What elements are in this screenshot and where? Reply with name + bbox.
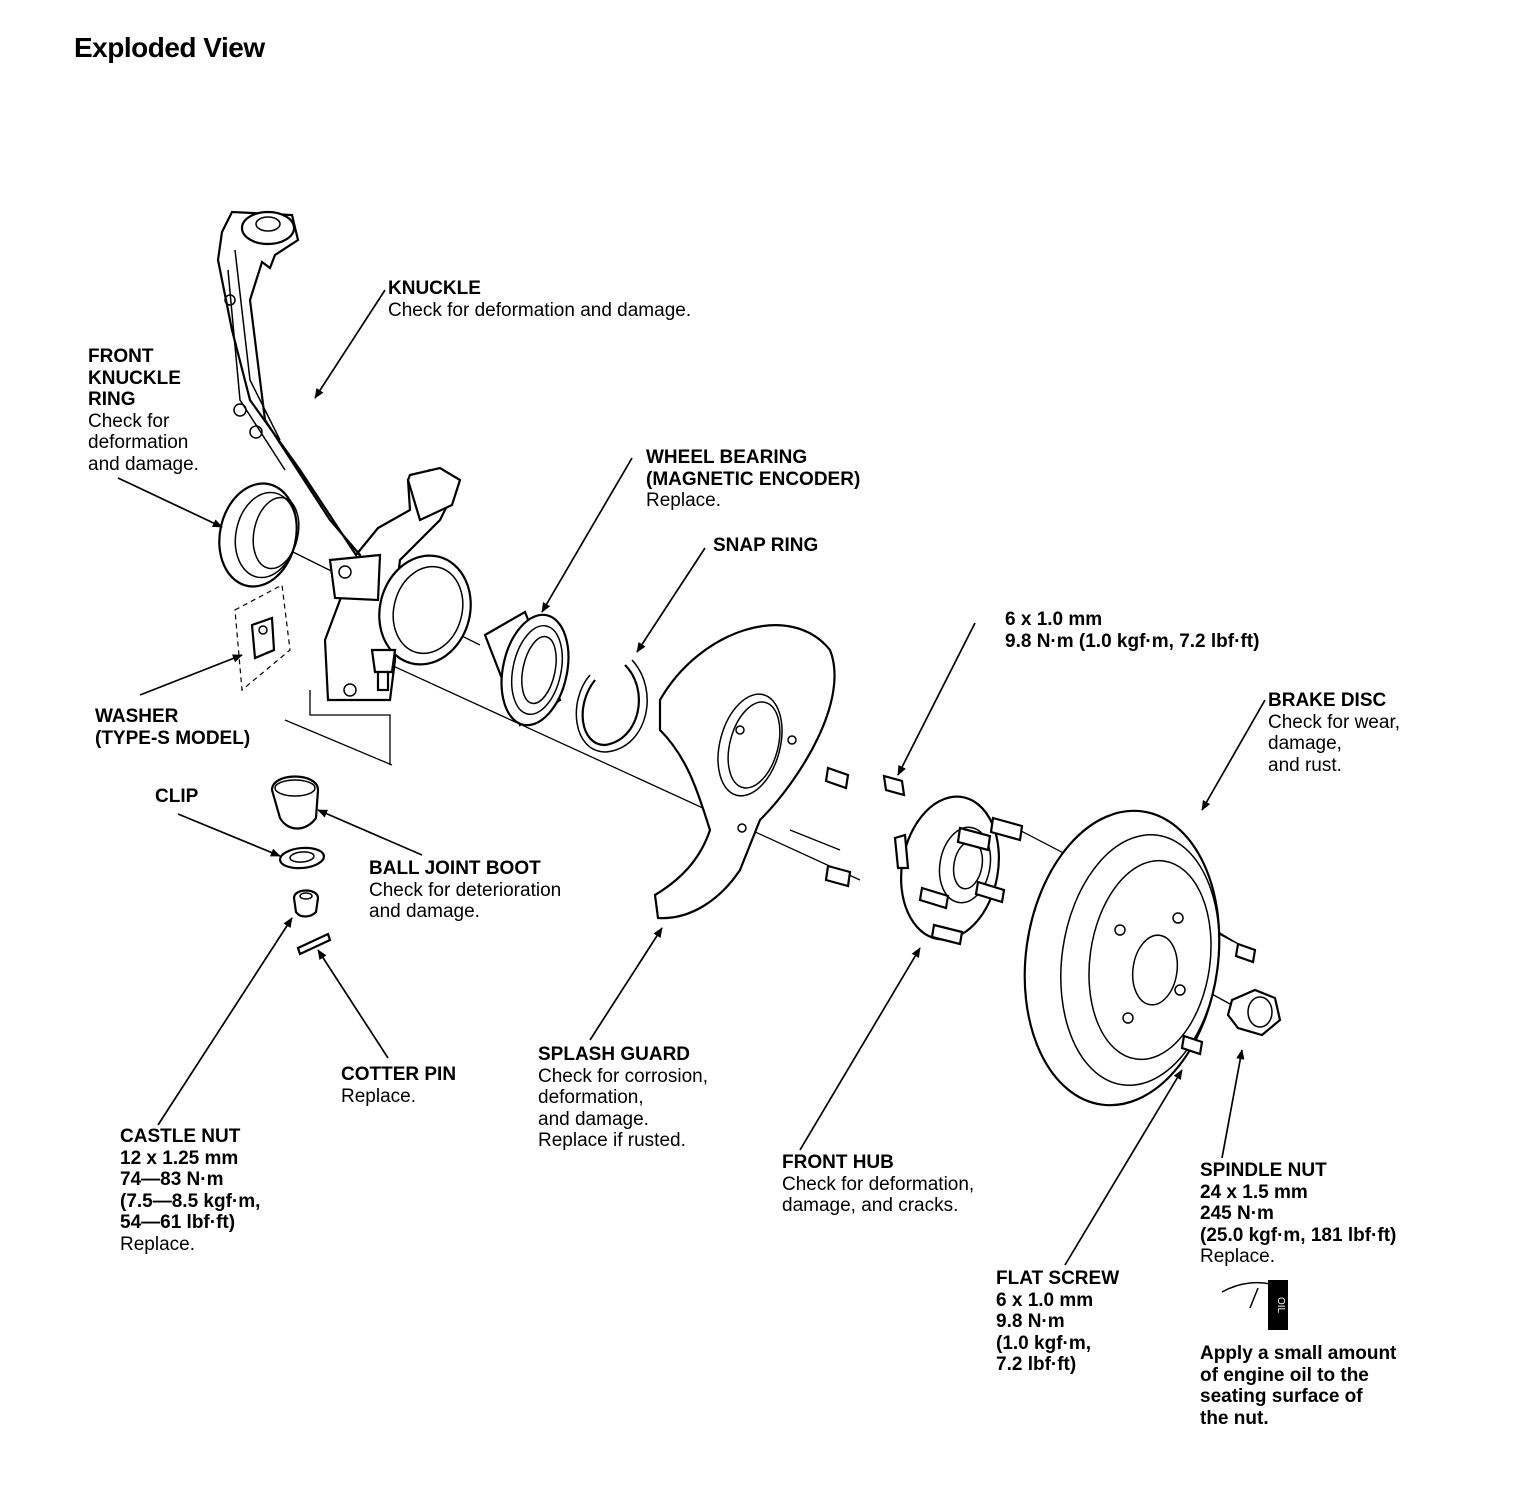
front-knuckle-ring-note-1: Check for bbox=[88, 410, 170, 432]
castle-nut-spec-2: 74—83 N·m bbox=[120, 1169, 224, 1190]
castle-nut-note: Replace. bbox=[120, 1233, 195, 1255]
ball-joint-boot-note-1: Check for deterioration bbox=[369, 879, 562, 901]
brake-disc-note-2: damage, bbox=[1268, 733, 1342, 754]
washer bbox=[234, 584, 291, 692]
knuckle bbox=[216, 210, 472, 702]
callout-clip: CLIP bbox=[155, 786, 198, 808]
front-knuckle-ring-note-3: and damage. bbox=[88, 453, 199, 475]
callout-front-hub: FRONT HUB Check for deformation, damage,… bbox=[782, 1152, 974, 1217]
front-knuckle-ring bbox=[218, 482, 300, 588]
front-hub-note-1: Check for deformation, bbox=[782, 1173, 975, 1195]
callout-flat-screw: FLAT SCREW 6 x 1.0 mm 9.8 N·m (1.0 kgf·m… bbox=[996, 1268, 1119, 1376]
cotter-pin-title: COTTER PIN bbox=[341, 1064, 457, 1085]
callout-ball-joint-boot: BALL JOINT BOOT Check for deterioration … bbox=[369, 858, 561, 923]
snap-ring-title: SNAP RING bbox=[713, 535, 819, 556]
splash-guard-note-2: deformation, bbox=[538, 1087, 644, 1108]
wheel-bearing-title-2: (MAGNETIC ENCODER) bbox=[646, 468, 861, 490]
snap-ring bbox=[575, 659, 648, 753]
oil-note-3: seating surface of bbox=[1200, 1386, 1363, 1407]
wheel-bearing bbox=[483, 610, 570, 727]
brake-disc-note-3: and rust. bbox=[1268, 754, 1342, 776]
splash-guard bbox=[653, 624, 836, 920]
callout-oil-note: Apply a small amount of engine oil to th… bbox=[1200, 1343, 1396, 1429]
flat-screws bbox=[1180, 942, 1257, 1056]
oil-note-2: of engine oil to the bbox=[1200, 1364, 1369, 1386]
clip-title: CLIP bbox=[155, 786, 199, 807]
splash-guard-note-1: Check for corrosion, bbox=[538, 1065, 709, 1087]
leader-lines bbox=[117, 289, 1266, 1266]
front-knuckle-ring-note-2: deformation bbox=[88, 432, 189, 453]
front-hub-title: FRONT HUB bbox=[782, 1152, 894, 1173]
flat-screw-spec-4: 7.2 lbf·ft) bbox=[996, 1354, 1077, 1375]
splash-guard-note-3: and damage. bbox=[538, 1108, 649, 1130]
callout-knuckle: KNUCKLE Check for deformation and damage… bbox=[388, 278, 691, 321]
castle-nut-spec-1: 12 x 1.25 mm bbox=[120, 1147, 239, 1169]
front-hub bbox=[893, 795, 1024, 946]
castle-nut-spec-4: 54—61 lbf·ft) bbox=[120, 1212, 236, 1233]
callout-splash-guard-bolt: 6 x 1.0 mm 9.8 N·m (1.0 kgf·m, 7.2 lbf·f… bbox=[1005, 609, 1259, 652]
spindle-nut bbox=[1226, 988, 1282, 1037]
callout-cotter-pin: COTTER PIN Replace. bbox=[341, 1064, 456, 1107]
washer-title-2: (TYPE-S MODEL) bbox=[95, 727, 251, 749]
front-hub-note-2: damage, and cracks. bbox=[782, 1195, 959, 1216]
wheel-bearing-title-1: WHEEL BEARING bbox=[646, 447, 808, 468]
spindle-nut-spec-3: (25.0 kgf·m, 181 lbf·ft) bbox=[1200, 1224, 1397, 1246]
callout-wheel-bearing: WHEEL BEARING (MAGNETIC ENCODER) Replace… bbox=[646, 447, 860, 512]
oil-can-label: OIL bbox=[1275, 1297, 1286, 1314]
clip bbox=[278, 846, 326, 870]
callout-snap-ring: SNAP RING bbox=[713, 535, 818, 557]
page-title: Exploded View bbox=[74, 32, 265, 63]
flat-screw-spec-1: 6 x 1.0 mm bbox=[996, 1289, 1094, 1311]
callout-castle-nut: CASTLE NUT 12 x 1.25 mm 74—83 N·m (7.5—8… bbox=[120, 1126, 260, 1255]
oil-can-icon: OIL bbox=[1221, 1280, 1288, 1330]
ball-joint-boot bbox=[270, 775, 320, 830]
splash-bolt-spec-2: 9.8 N·m (1.0 kgf·m, 7.2 lbf·ft) bbox=[1005, 630, 1260, 652]
ball-joint-boot-title: BALL JOINT BOOT bbox=[369, 858, 541, 879]
splash-guard-note-4: Replace if rusted. bbox=[538, 1130, 686, 1151]
oil-note-1: Apply a small amount bbox=[1200, 1343, 1397, 1364]
front-knuckle-ring-title-1: FRONT bbox=[88, 346, 154, 367]
knuckle-note: Check for deformation and damage. bbox=[388, 299, 692, 321]
castle-nut-title: CASTLE NUT bbox=[120, 1126, 241, 1147]
front-knuckle-ring-title-2: KNUCKLE bbox=[88, 367, 181, 389]
flat-screw-spec-3: (1.0 kgf·m, bbox=[996, 1332, 1092, 1354]
cotter-pin bbox=[296, 932, 332, 956]
splash-bolt-spec-1: 6 x 1.0 mm bbox=[1005, 609, 1103, 630]
callout-spindle-nut: SPINDLE NUT 24 x 1.5 mm 245 N·m (25.0 kg… bbox=[1200, 1160, 1396, 1268]
callout-splash-guard: SPLASH GUARD Check for corrosion, deform… bbox=[538, 1044, 708, 1152]
washer-title-1: WASHER bbox=[95, 706, 179, 727]
brake-disc-note-1: Check for wear, bbox=[1268, 711, 1400, 733]
knuckle-title: KNUCKLE bbox=[388, 278, 481, 299]
flat-screw-title: FLAT SCREW bbox=[996, 1268, 1120, 1289]
spindle-nut-spec-2: 245 N·m bbox=[1200, 1203, 1274, 1224]
spindle-nut-title: SPINDLE NUT bbox=[1200, 1160, 1327, 1181]
callout-washer: WASHER (TYPE-S MODEL) bbox=[95, 706, 250, 749]
spindle-nut-spec-1: 24 x 1.5 mm bbox=[1200, 1181, 1308, 1203]
brake-disc-title: BRAKE DISC bbox=[1268, 690, 1387, 711]
brake-disc bbox=[1023, 809, 1221, 1107]
castle-nut-spec-3: (7.5—8.5 kgf·m, bbox=[120, 1190, 261, 1212]
flat-screw-spec-2: 9.8 N·m bbox=[996, 1311, 1065, 1332]
front-knuckle-ring-title-3: RING bbox=[88, 389, 136, 410]
callout-front-knuckle-ring: FRONT KNUCKLE RING Check for deformation… bbox=[88, 346, 199, 475]
splash-guard-title: SPLASH GUARD bbox=[538, 1044, 691, 1065]
ball-joint-boot-note-2: and damage. bbox=[369, 901, 480, 922]
cotter-pin-note: Replace. bbox=[341, 1085, 416, 1107]
splash-guard-bolts bbox=[824, 766, 906, 888]
spindle-nut-note: Replace. bbox=[1200, 1246, 1275, 1267]
wheel-bearing-note: Replace. bbox=[646, 490, 721, 511]
callout-brake-disc: BRAKE DISC Check for wear, damage, and r… bbox=[1268, 690, 1400, 776]
castle-nut bbox=[292, 889, 320, 918]
oil-note-4: the nut. bbox=[1200, 1407, 1269, 1429]
